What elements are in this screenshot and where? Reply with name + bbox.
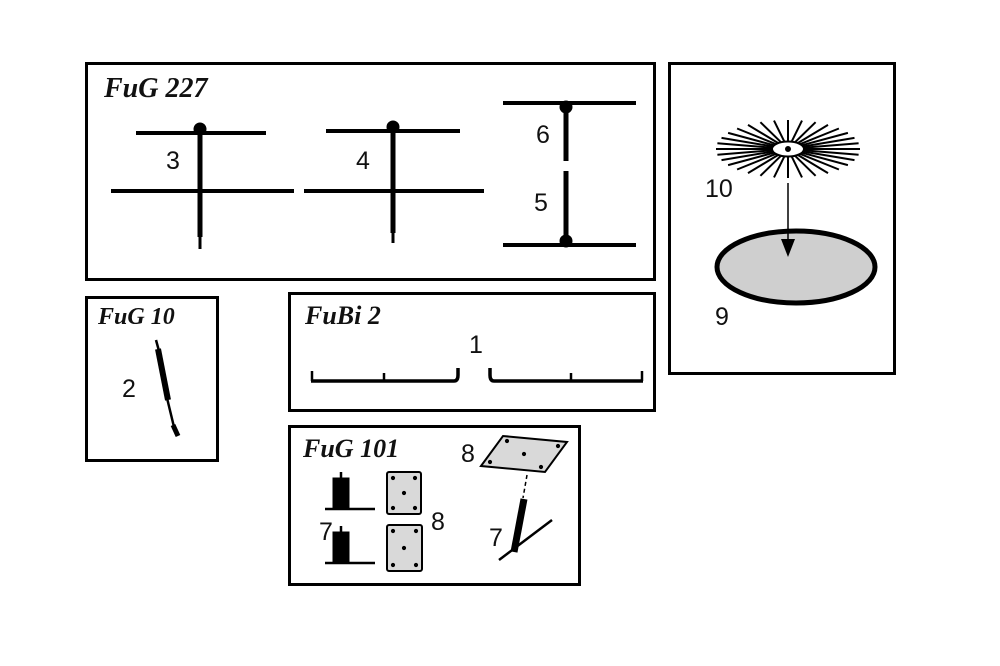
part-label-2: 2: [122, 375, 136, 403]
starburst-center-dot: [785, 146, 791, 152]
mast-base-1-drawing: [325, 472, 375, 511]
fubi2-drawing: [310, 368, 644, 383]
part-label-10: 10: [705, 175, 733, 203]
panel-fug10: FuG 10 2: [85, 296, 219, 462]
down-arrow-icon: [781, 183, 795, 257]
antenna-5-6-drawing: [503, 100, 636, 248]
panel-fug101: FuG 101: [288, 425, 581, 586]
part-label-7a: 7: [319, 518, 333, 546]
part-label-6: 6: [536, 121, 550, 149]
part-label-5: 5: [534, 189, 548, 217]
plate-1-drawing: [386, 471, 422, 515]
wire-antenna-drawing: [310, 368, 644, 383]
dish-drawing: [714, 120, 878, 306]
dish-ellipse: [714, 228, 878, 306]
mast-base-2-drawing: [325, 526, 375, 565]
antenna-4-drawing: [304, 120, 484, 243]
fug10-drawing: [154, 339, 181, 438]
fug227-drawing: [111, 100, 636, 249]
panel-title-fubi2: FuBi 2: [305, 301, 381, 330]
part-label-7b: 7: [489, 524, 503, 552]
part-label-3: 3: [166, 147, 180, 175]
plate-2-drawing: [386, 524, 423, 572]
part-label-9: 9: [715, 303, 729, 331]
panel-title-fug227: FuG 227: [104, 73, 208, 104]
panel-fubi2: FuBi 2 1: [288, 292, 656, 412]
panel-title-fug10: FuG 10: [98, 304, 175, 330]
part-label-4: 4: [356, 147, 370, 175]
assembly-guide-line: [522, 474, 528, 499]
part-label-8b: 8: [461, 440, 475, 468]
part-label-1: 1: [469, 331, 483, 359]
panel-fug227: FuG 227: [85, 62, 656, 281]
plate-perspective-drawing: [479, 434, 569, 474]
antenna-3-drawing: [111, 122, 294, 249]
panel-dish: 10 9: [668, 62, 896, 375]
rod-on-surface-drawing: [498, 498, 553, 561]
fug101-drawing: [325, 434, 569, 572]
rod-antenna-drawing: [154, 339, 181, 438]
part-label-8a: 8: [431, 508, 445, 536]
panel-title-fug101: FuG 101: [303, 434, 400, 463]
